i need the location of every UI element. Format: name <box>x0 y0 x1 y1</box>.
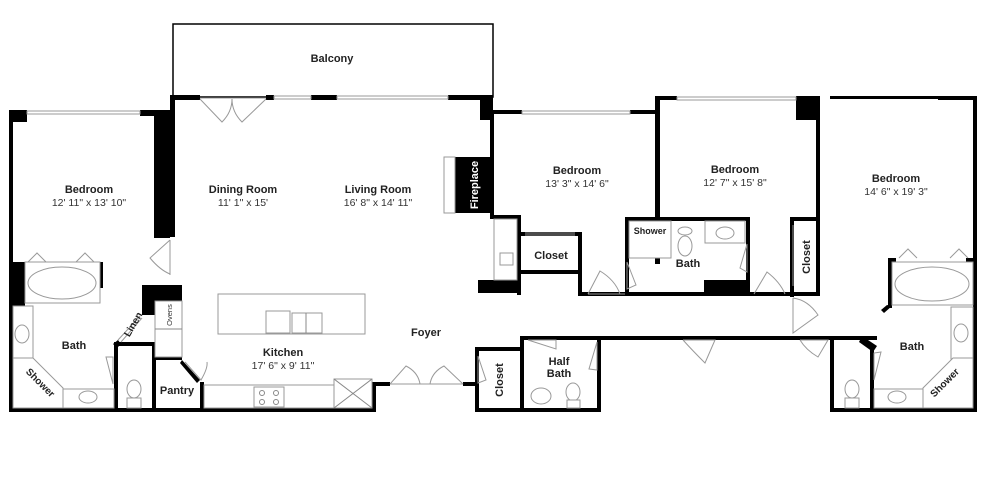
room-label-kitchen: Kitchen <box>263 347 304 359</box>
room-dims-bedroom-center: 13' 3" x 14' 6" <box>545 178 609 190</box>
room-label-fireplace: Fireplace <box>469 161 481 209</box>
fixtures <box>12 220 974 409</box>
room-label-linen: Linen <box>122 310 145 339</box>
room-dims-kitchen: 17' 6" x 9' 11" <box>252 360 315 372</box>
room-dims-dining: 11' 1" x 15' <box>218 197 268 209</box>
room-label-bedroom-mid: Bedroom <box>711 164 760 176</box>
room-label-dining: Dining Room <box>209 184 278 196</box>
room-label-ovens: Ovens <box>165 304 174 326</box>
room-labels: Bedroom 12' 11" x 13' 10" Bath Shower Li… <box>23 161 962 400</box>
room-label-bedroom-center: Bedroom <box>553 165 602 177</box>
room-label-half-bath-1: Half <box>549 356 570 368</box>
room-label-bedroom-west: Bedroom <box>65 184 114 196</box>
room-label-bath-mid: Bath <box>676 258 701 270</box>
room-label-foyer: Foyer <box>411 327 442 339</box>
room-label-bath-east: Bath <box>900 341 925 353</box>
room-dims-bedroom-mid: 12' 7" x 15' 8" <box>703 177 767 189</box>
room-label-closet-foyer: Closet <box>494 363 506 397</box>
room-label-closet-mid: Closet <box>801 240 813 274</box>
room-dims-bedroom-west: 12' 11" x 13' 10" <box>52 197 127 209</box>
balcony: Balcony <box>172 23 494 98</box>
room-label-pantry: Pantry <box>160 385 195 397</box>
room-label-living: Living Room <box>345 184 412 196</box>
walls <box>9 95 977 412</box>
room-dims-living: 16' 8" x 14' 11" <box>344 197 413 209</box>
room-label-shower-mid: Shower <box>634 226 667 236</box>
room-dims-bedroom-east: 14' 6" x 19' 3" <box>864 186 928 198</box>
doors <box>27 97 969 385</box>
windows <box>26 95 797 115</box>
room-label-bedroom-east: Bedroom <box>872 173 921 185</box>
room-label-bath-west: Bath <box>62 340 87 352</box>
room-label-closet-center: Closet <box>534 250 568 262</box>
room-label-half-bath-2: Bath <box>547 368 572 380</box>
room-label-balcony: Balcony <box>311 53 355 65</box>
